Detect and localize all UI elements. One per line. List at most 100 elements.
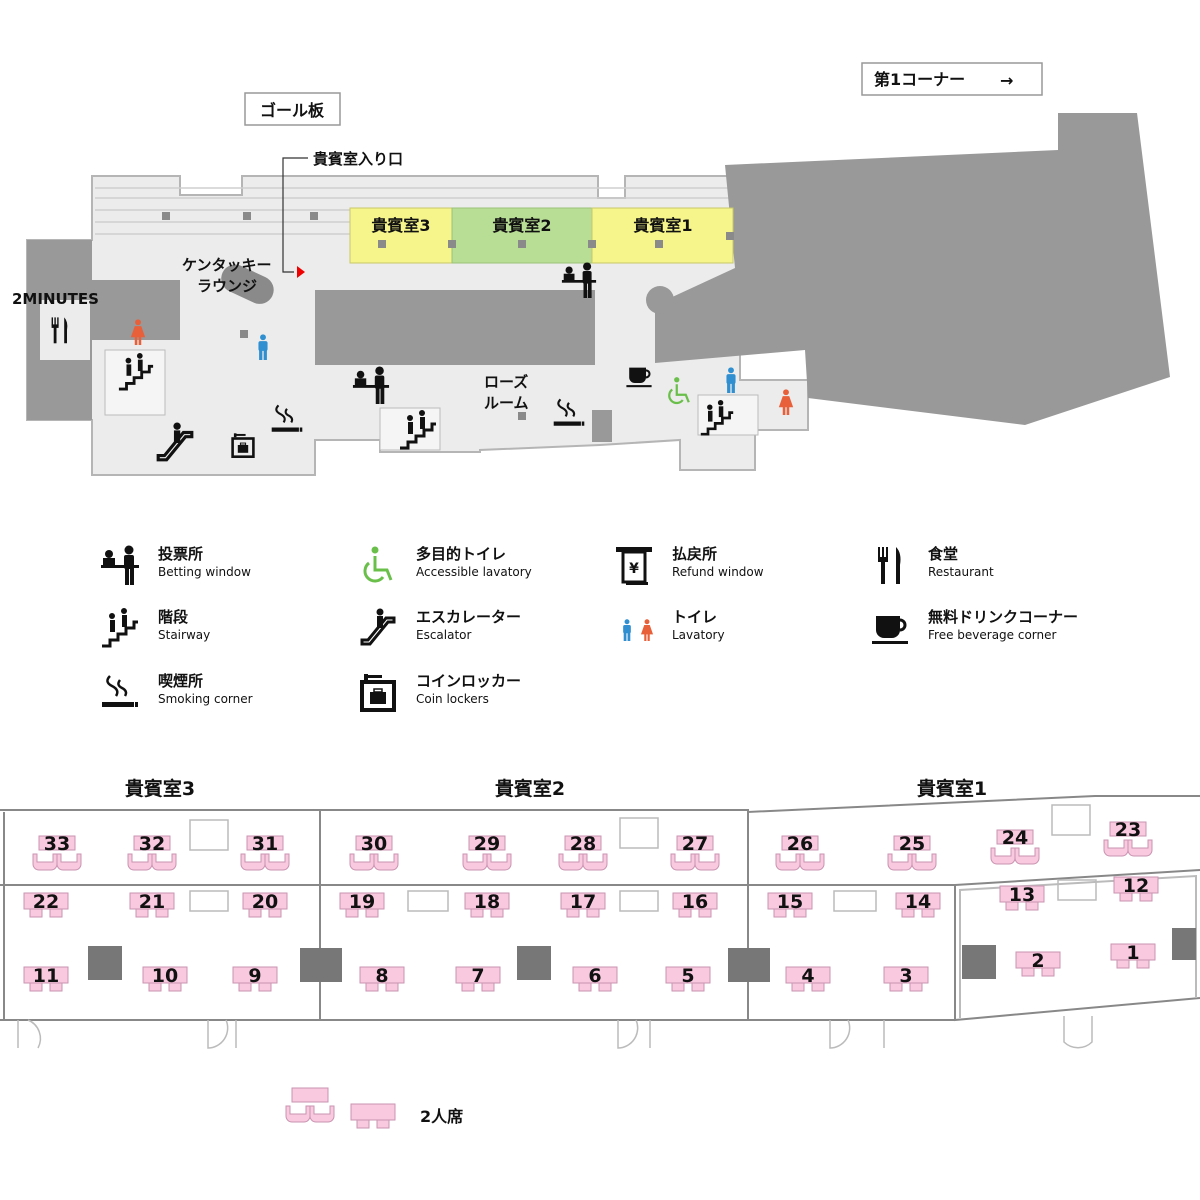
rose-room-label-2: ルーム	[484, 394, 529, 412]
two-minutes-label: 2MINUTES	[12, 290, 99, 308]
table-seat-21[interactable]: 21	[129, 891, 175, 918]
table-seat-7[interactable]: 7	[455, 965, 501, 992]
table-seat-sample-icon	[350, 1103, 396, 1129]
seat-number: 33	[44, 833, 70, 855]
vip-room-1-area[interactable]: 貴賓室1	[591, 207, 734, 264]
table-seat-15[interactable]: 15	[767, 891, 813, 918]
goal-post-sign: ゴール板	[244, 92, 341, 126]
legend-label-en: Restaurant	[928, 565, 994, 579]
seat-number: 8	[375, 965, 388, 987]
sofa-seat-23[interactable]: 23	[1103, 819, 1153, 857]
entrance-arrow-icon	[297, 266, 305, 278]
seat-number: 15	[777, 891, 803, 913]
seat-number: 14	[905, 891, 931, 913]
seat-number: 23	[1115, 819, 1141, 841]
table-seat-16[interactable]: 16	[672, 891, 718, 918]
legend-label-en: Coin lockers	[416, 692, 489, 706]
legend-label-jp: エスカレーター	[416, 608, 521, 626]
table-seat-10[interactable]: 10	[142, 965, 188, 992]
table-seat-20[interactable]: 20	[242, 891, 288, 918]
table-seat-22[interactable]: 22	[23, 891, 69, 918]
escalator-icon	[360, 608, 396, 646]
sofa-seat-30[interactable]: 30	[349, 833, 399, 871]
sofa-seat-33[interactable]: 33	[32, 833, 82, 871]
seat-number: 27	[682, 833, 708, 855]
table-seat-6[interactable]: 6	[572, 965, 618, 992]
structural-blocks	[27, 113, 1170, 442]
table-seat-3[interactable]: 3	[883, 965, 929, 992]
legend-item: 多目的トイレ Accessible lavatory	[363, 545, 532, 583]
legend-label-jp: 多目的トイレ	[416, 545, 506, 563]
sofa-seat-28[interactable]: 28	[558, 833, 608, 871]
legend-label-en: Stairway	[158, 628, 210, 642]
legend-label-en: Free beverage corner	[928, 628, 1057, 642]
upper-floor-plan: ゴール板 第1コーナー →	[12, 62, 1170, 476]
table-seat-19[interactable]: 19	[339, 891, 385, 918]
legend-item: 払戻所 Refund window	[614, 545, 764, 585]
vip-room-3-label: 貴賓室3	[371, 216, 430, 235]
legend-label-jp: 喫煙所	[158, 672, 203, 690]
sofa-seat-29[interactable]: 29	[462, 833, 512, 871]
table-seat-11[interactable]: 11	[23, 965, 69, 992]
vip-room-2-area[interactable]: 貴賓室2	[451, 207, 593, 264]
sofa-seat-27[interactable]: 27	[670, 833, 720, 871]
vip-room-3-area[interactable]: 貴賓室3	[349, 207, 453, 264]
kentucky-lounge-label-2: ラウンジ	[197, 277, 257, 295]
seat-number: 4	[801, 965, 814, 987]
seat-number: 2	[1031, 950, 1044, 972]
table-seat-5[interactable]: 5	[665, 965, 711, 992]
seat-number: 19	[349, 891, 375, 913]
seat-number: 10	[152, 965, 178, 987]
sofa-seat-31[interactable]: 31	[240, 833, 290, 871]
seat-number: 21	[139, 891, 165, 913]
table-seat-18[interactable]: 18	[464, 891, 510, 918]
table-seat-1[interactable]: 1	[1110, 942, 1156, 969]
legend-label-jp: 払戻所	[672, 545, 717, 563]
grandstand-rows	[95, 187, 740, 235]
sofa-seat-32[interactable]: 32	[127, 833, 177, 871]
legend-label-en: Smoking corner	[158, 692, 253, 706]
table-seat-12[interactable]: 12	[1113, 875, 1159, 902]
legend-label-en: Escalator	[416, 628, 472, 642]
vip-entrance-label: 貴賓室入り口	[313, 150, 403, 168]
legend-label-jp: 無料ドリンクコーナー	[928, 608, 1078, 626]
seat-number: 22	[33, 891, 59, 913]
table-seat-4[interactable]: 4	[785, 965, 831, 992]
legend-item: 食堂 Restaurant	[878, 545, 994, 584]
goal-post-label: ゴール板	[260, 101, 325, 120]
legend-label-en: Lavatory	[672, 628, 725, 642]
legend-label-jp: 階段	[158, 608, 188, 626]
seat-number: 29	[474, 833, 500, 855]
male-lavatory-icon	[623, 619, 631, 641]
legend-label-en: Betting window	[158, 565, 251, 579]
legend-item: 階段 Stairway	[100, 608, 210, 648]
table-seat-9[interactable]: 9	[232, 965, 278, 992]
legend-label-jp: 投票所	[158, 545, 203, 563]
table-seat-17[interactable]: 17	[560, 891, 606, 918]
table-seat-13[interactable]: 13	[999, 884, 1045, 911]
sofa-seat-25[interactable]: 25	[887, 833, 937, 871]
vip-room-2-label: 貴賓室2	[492, 216, 551, 235]
seat-number: 24	[1002, 827, 1028, 849]
arrow-right-icon: →	[1000, 71, 1013, 90]
table-seat-14[interactable]: 14	[895, 891, 941, 918]
legend-label-jp: コインロッカー	[416, 672, 521, 690]
vip-seating-plan: 貴賓室3 貴賓室2 貴賓室1	[0, 777, 1200, 1129]
first-corner-sign: 第1コーナー →	[861, 62, 1043, 96]
legend-label-jp: 食堂	[928, 545, 958, 563]
female-lavatory-icon	[640, 619, 654, 641]
legend-label-en: Refund window	[672, 565, 764, 579]
kentucky-lounge-label-1: ケンタッキー	[182, 256, 272, 274]
rose-room-label-1: ローズ	[484, 373, 528, 391]
table-seat-8[interactable]: 8	[359, 965, 405, 992]
table-seat-2[interactable]: 2	[1015, 950, 1061, 977]
sofa-seat-24[interactable]: 24	[990, 827, 1040, 865]
sofa-seat-26[interactable]: 26	[775, 833, 825, 871]
seat-number: 12	[1123, 875, 1149, 897]
legend-label-en: Accessible lavatory	[416, 565, 532, 579]
doors	[17, 804, 1097, 1049]
coffee-cup-icon	[870, 614, 910, 646]
icon-legend: 投票所 Betting window 多目的トイレ Accessible lavato…	[100, 545, 1078, 712]
